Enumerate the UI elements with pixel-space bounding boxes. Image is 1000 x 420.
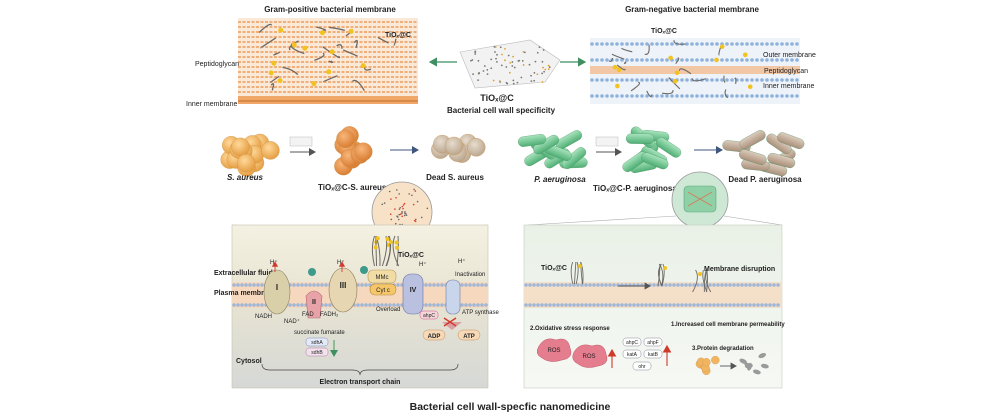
inner-membrane-label-left: Inner membrane [186,101,237,108]
gram-negative-title: Gram-negative bacterial membrane [625,5,759,14]
ros-blob-1: ROS [536,338,572,362]
tiox-fibers [371,235,400,267]
tiox-mini-sheet-left [289,136,313,147]
atp-synthase-label: ATP synthase [462,310,499,316]
svg-text:MMc: MMc [376,275,389,281]
protein-cluster [695,355,720,376]
s-aureus-cluster [220,133,280,177]
mmc-cytc: MMc Cyt c [367,269,397,296]
plasma-membrane-label: Plasma membrane [214,290,276,297]
fadh2-label: FADH₂ [320,312,339,318]
gram-positive-membrane [238,18,418,104]
sdhb-tag: sdhB [305,347,329,357]
protein-degradation-label: 3.Protein degradation [692,346,754,352]
quinone-dot [308,268,316,276]
fad-label: FAD [302,312,314,318]
tiox-s-aureus-label: TiOₓ@C-S. aureus [318,183,387,192]
svg-text:sdhA: sdhA [311,340,323,346]
katb-tag: katB [643,349,663,359]
tiox-label-right: TiOₓ@C [651,28,677,35]
tiox-p-aeruginosa-cluster [622,126,682,173]
kata-tag: katA [622,349,642,359]
inactivation-label: Inactivation [455,272,485,278]
tiox-label-left: TiOₓ@C [385,32,411,39]
p-aeruginosa-label: P. aeruginosa [534,175,586,184]
atp-pill: ATP [457,329,481,341]
svg-text:ROS: ROS [547,348,560,354]
svg-text:Cyt c: Cyt c [376,288,390,294]
ahpc-tag-left [419,310,439,320]
nadh-label: NADH [255,314,272,320]
specificity-caption: Bacterial cell wall specificity [447,106,556,115]
svg-text:katA: katA [627,352,638,358]
dead-p-aeruginosa-cluster [722,130,805,177]
h-plus-2: H⁺ [337,259,345,266]
svg-text:I: I [276,283,278,292]
permeability-label: 1.Increased cell membrane permeability [671,322,785,328]
h-plus-1: H⁺ [270,259,278,266]
complex-ii: II [305,290,323,319]
tiox-nanosheet [459,39,561,89]
figure-title: Bacterial cell wall-specfic nanomedicine [410,401,611,413]
gram-positive-title: Gram-positive bacterial membrane [264,5,396,14]
ohr-tag: ohr [632,361,652,371]
adp-pill: ADP [422,329,446,341]
right-bilayer [524,282,782,308]
ros-blob-2: ROS [572,344,608,368]
svg-text:IV: IV [410,287,417,294]
svg-text:ROS: ROS [582,354,595,360]
sdha-tag: sdhA [305,337,329,347]
h-plus-4: H⁺ [458,258,466,265]
svg-text:III: III [340,281,347,290]
svg-text:ahpC: ahpC [626,340,638,346]
inhibition-cross [443,317,457,327]
protein-fragments [739,352,769,375]
ahpc-tag: ahpC [622,337,642,347]
svg-text:ahpC: ahpC [423,313,435,319]
tiox-center-label: TiOₓ@C [480,93,514,103]
tiox-p-aeruginosa-label: TiOₓ@C-P. aeruginosa [593,184,677,193]
p-aeruginosa-cluster [517,130,588,169]
ahpf-tag: ahpF [643,337,663,347]
succinate-label: succinate fumarate [294,330,345,336]
cytosol-label: Cytosol [236,358,262,365]
overload-label: Overload [376,307,400,313]
svg-text:katB: katB [648,352,659,358]
tiox-label-right-panel: TiOₓ@C [541,265,567,272]
membrane-disruption-label: Membrane disruption [704,266,775,273]
svg-text:ADP: ADP [428,334,441,340]
complex-iii: III [328,267,358,313]
svg-text:ATP: ATP [463,334,475,340]
svg-text:ahpF: ahpF [647,340,658,346]
outer-membrane-label: Outer membrane [763,52,816,59]
tiox-mini-sheet-right [595,136,619,147]
dead-s-aureus-cluster [431,133,486,163]
tiox-label-panel: TiOₓ@C [398,252,424,259]
dead-s-aureus-label: Dead S. aureus [426,173,484,182]
tiox-s-aureus-cluster [334,126,373,176]
nad-label: NAD⁺ [284,318,300,325]
svg-text:ohr: ohr [638,364,646,370]
h-plus-3: H⁺ [419,261,427,268]
etc-brace [261,363,459,376]
inner-membrane-label-right: Inner membrane [763,83,814,90]
atp-synthase [442,279,462,330]
svg-text:sdhB: sdhB [311,350,323,356]
oxidative-stress-label: 2.Oxidative stress response [530,326,610,332]
peptidoglycan-label-right: Peptidoglycan [764,68,808,75]
etc-label: Electron transport chain [320,379,401,386]
peptidoglycan-label-left: Peptidoglycan [195,61,239,68]
complex-i: I [263,269,291,315]
s-aureus-label: S. aureus [227,173,264,182]
complex-iv: IV [402,273,424,315]
extracellular-label: Extracellular fluid [214,270,273,277]
gram-negative-membrane [590,38,800,104]
dead-p-aeruginosa-label: Dead P. aeruginosa [728,175,802,184]
svg-text:II: II [312,299,316,306]
